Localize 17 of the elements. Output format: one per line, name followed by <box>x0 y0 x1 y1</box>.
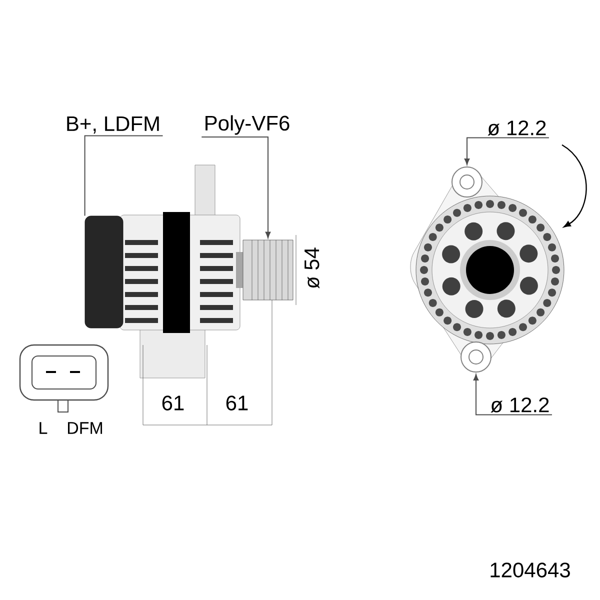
leader-label: ø 12.2 <box>488 120 546 136</box>
pulley <box>242 240 294 300</box>
mounting-eye <box>452 166 482 198</box>
leader-line <box>464 137 550 165</box>
leader-line <box>84 135 164 216</box>
pin-label: L <box>40 422 48 434</box>
leader-line <box>473 374 552 416</box>
terminal-block <box>84 216 124 328</box>
part-number: 1204643 <box>490 562 570 578</box>
leader-label: ø 12.2 <box>490 397 549 413</box>
mounting-eye <box>460 342 492 372</box>
leader-label: Poly-VF6 <box>206 115 290 135</box>
leader-line <box>201 136 271 238</box>
pin-label: DFM <box>68 422 102 434</box>
dimension-label: 61 <box>162 396 184 410</box>
dimension-label: 61 <box>226 396 248 410</box>
leader-label: B+, LDFM <box>67 116 159 134</box>
